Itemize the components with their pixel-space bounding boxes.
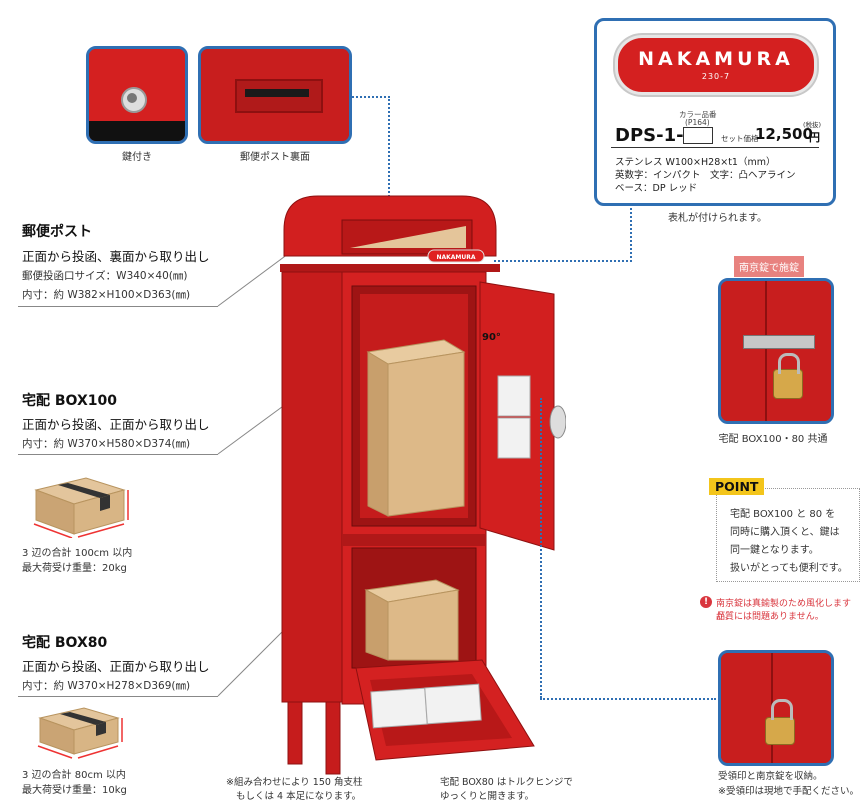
mail-post-leader <box>217 253 289 307</box>
product-plate-text: NAKAMURA <box>436 254 475 261</box>
door-angle-label: 90° <box>482 332 501 343</box>
padlock-badge: 南京錠で施錠 <box>734 256 804 277</box>
box100-dimension-note: 3 辺の合計 100cm 以内 <box>22 548 133 559</box>
stamp-storage-thumbnail <box>718 650 834 766</box>
point-line-2: 同時に購入頂くと、鍵は <box>730 527 840 538</box>
point-line-1: 宅配 BOX100 と 80 を <box>730 509 836 520</box>
point-box <box>716 488 860 582</box>
hinge-note-2: ゆっくりと開きます。 <box>440 791 535 802</box>
point-tag: POINT <box>709 478 765 495</box>
mail-slot-icon <box>245 89 309 97</box>
model-number: DPS-1- <box>615 125 684 146</box>
padlock-caption: 宅配 BOX100・80 共通 <box>718 434 828 445</box>
box100-leader <box>217 403 287 455</box>
lock-thumbnail <box>86 46 188 144</box>
plate-note: 表札が付けられます。 <box>668 213 767 224</box>
point-line-4: 扱いがとっても便利です。 <box>730 563 848 574</box>
hasp-icon <box>743 335 815 349</box>
legs-note-1: ※組み合わせにより 150 角支柱 <box>226 777 363 788</box>
legs-note-2: もしくは 4 本足になります。 <box>236 791 362 802</box>
hinge-note-1: 宅配 BOX80 はトルクヒンジで <box>440 777 573 788</box>
delivery-box-illustration: NAKAMURA 90° <box>280 195 566 775</box>
point-line-3: 同一鍵となります。 <box>730 545 819 556</box>
spec-line-1: ステンレス W100×H28×t1（mm） <box>615 157 776 168</box>
price-unit: 円 <box>809 131 820 144</box>
model-color-box <box>683 127 713 144</box>
plate-brand: NAKAMURA <box>638 48 794 70</box>
box100-weight-note: 最大荷受け重量：20kg <box>22 563 127 574</box>
color-label: カラー品番 <box>679 110 717 119</box>
spec-line-3: ベース：DP レッド <box>615 183 698 194</box>
color-page: (P164) <box>685 118 710 127</box>
set-price: 12,500 <box>755 125 813 143</box>
padlock-icon <box>773 369 803 399</box>
box80-leader <box>217 627 287 697</box>
mail-post-subtitle: 正面から投函、裏面から取り出し <box>22 249 210 264</box>
box80-dimension-note: 3 辺の合計 80cm 以内 <box>22 770 126 781</box>
stamp-caption-1: 受領印と南京錠を収納。 <box>718 771 823 782</box>
box80-title: 宅配 BOX80 <box>22 635 108 651</box>
mail-back-thumbnail <box>198 46 352 144</box>
mail-back-caption: 郵便ポスト裏面 <box>240 152 310 163</box>
key-cylinder-icon <box>121 87 147 113</box>
mail-post-inner-size: 内寸：約 W382×H100×D363(㎜) <box>22 289 191 301</box>
warning-icon: ! <box>700 596 712 608</box>
parcel-80-icon <box>37 707 123 759</box>
name-plate-panel: NAKAMURA 230-7 カラー品番 (P164) DPS-1- セット価格… <box>594 18 836 206</box>
tax-note: (税抜) <box>803 121 822 129</box>
spec-line-2: 英数字：インパクト 文字：凸ヘアライン <box>615 170 796 181</box>
stamp-caption-2: ※受領印は現地で手配ください。 <box>718 786 859 797</box>
parcel-100-icon <box>33 477 129 538</box>
box100-title: 宅配 BOX100 <box>22 393 117 409</box>
box80-weight-note: 最大荷受け重量：10kg <box>22 785 127 796</box>
stamp-padlock-icon <box>765 717 795 745</box>
warning-line-2: 品質には問題ありません。 <box>716 612 824 622</box>
name-plate: NAKAMURA 230-7 <box>615 35 817 95</box>
plate-number: 230-7 <box>701 72 731 81</box>
warning-line-1: 南京錠は真鍮製のため風化しますが、 <box>716 599 852 622</box>
box80-inner-size: 内寸：約 W370×H278×D369(㎜) <box>22 680 191 692</box>
nameplate-on-product <box>427 249 485 263</box>
box100-inner-size: 内寸：約 W370×H580×D374(㎜) <box>22 438 191 450</box>
mail-post-title: 郵便ポスト <box>22 224 92 240</box>
box100-subtitle: 正面から投函、正面から取り出し <box>22 417 210 432</box>
padlock-thumbnail <box>718 278 834 424</box>
mail-post-slot-size: 郵便投函口サイズ：W340×40(㎜) <box>22 270 188 282</box>
set-price-label: セット価格 <box>721 134 759 143</box>
box80-subtitle: 正面から投函、正面から取り出し <box>22 659 210 674</box>
lock-caption: 鍵付き <box>122 152 152 163</box>
